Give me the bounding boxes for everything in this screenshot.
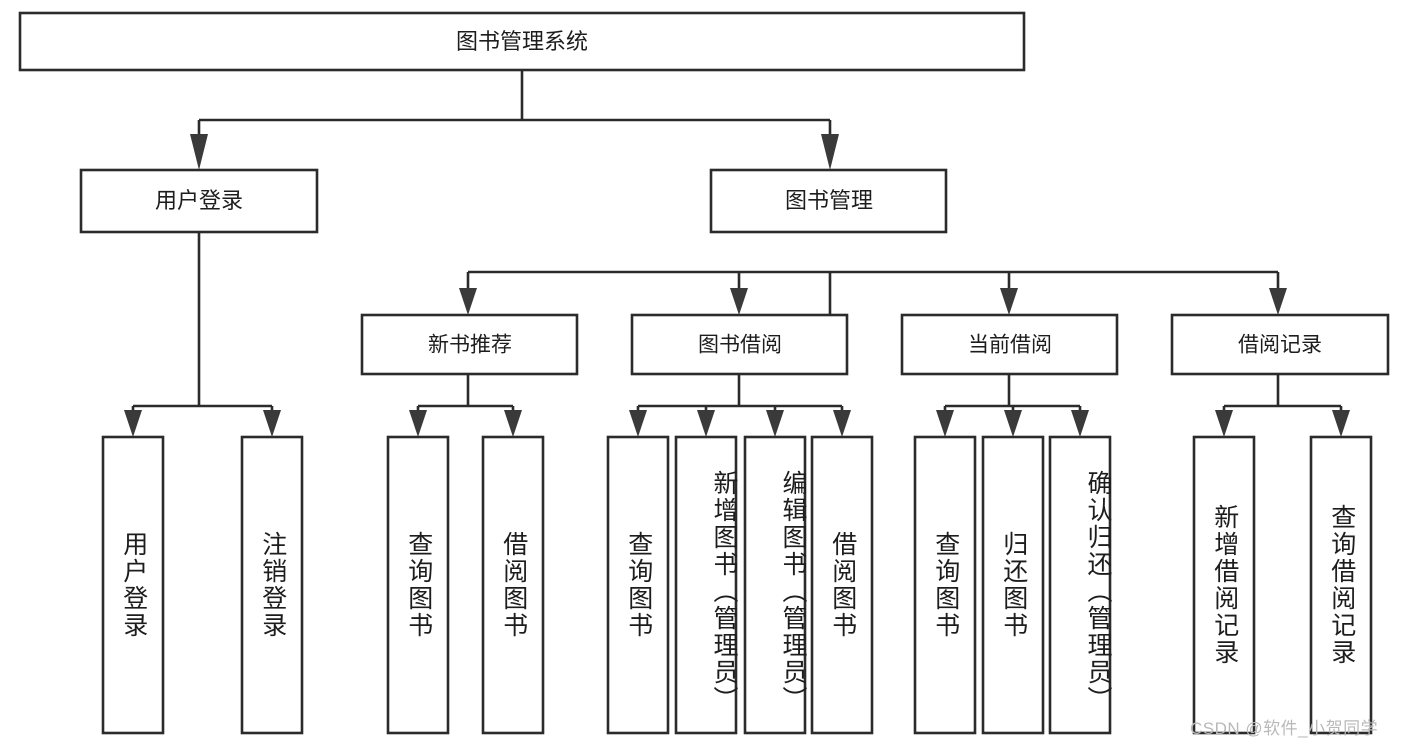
arrowhead-leaf-add-borrow-record (1215, 410, 1233, 437)
arrowhead-leaf-query-borrow-record (1332, 410, 1350, 437)
node-borrow-record[interactable]: 借阅记录 (1170, 313, 1390, 376)
node-new-book-recommend-label: 新书推荐 (428, 334, 512, 357)
connector-group-borrow-record (1215, 374, 1350, 437)
node-borrow-record-box[interactable] (1170, 313, 1390, 376)
node-root[interactable]: 图书管理系统 (18, 11, 1026, 72)
leaf-logout-box[interactable] (240, 435, 304, 735)
arrowhead-user-login (190, 134, 208, 170)
node-user-login[interactable]: 用户登录 (79, 168, 319, 234)
node-current-borrow-label: 当前借阅 (968, 334, 1052, 357)
node-user-login-label: 用户登录 (155, 188, 243, 213)
arrowhead-leaf-return-book (1004, 410, 1022, 437)
arrowhead-leaf-query-book-recommend (409, 410, 427, 437)
connector-group-book-management (459, 270, 1287, 374)
node-book-management-label: 图书管理 (785, 188, 873, 213)
node-root-box[interactable] (18, 11, 1026, 72)
leaf-boxes (101, 435, 1373, 735)
arrowhead-leaf-borrow-book (833, 410, 851, 437)
node-book-borrow-label: 图书借阅 (698, 334, 782, 357)
node-book-management-box[interactable] (709, 168, 948, 234)
arrowhead-book-management (821, 134, 839, 170)
connector-group-user-login (124, 232, 281, 437)
leaf-edit-book-admin-box[interactable] (743, 435, 807, 735)
leaf-add-borrow-record-box[interactable] (1192, 435, 1256, 735)
connector-group-new-book-recommend (409, 374, 522, 437)
arrowhead-leaf-query-book-borrow (629, 410, 647, 437)
leaf-borrow-book-box[interactable] (810, 435, 874, 735)
csdn-watermark: CSDN @软件_小贺同学 (1190, 719, 1379, 738)
arrowhead-leaf-user-login (124, 410, 142, 437)
node-new-book-recommend[interactable]: 新书推荐 (360, 313, 579, 376)
arrowhead-leaf-query-book-current (936, 410, 954, 437)
connector-group-book-borrow (629, 374, 851, 437)
node-book-management[interactable]: 图书管理 (709, 168, 948, 234)
connector-group-root (190, 70, 839, 170)
leaf-query-book-recommend-box[interactable] (386, 435, 450, 735)
arrowhead-leaf-logout (263, 410, 281, 437)
arrowhead-new-book-recommend (459, 288, 477, 315)
arrowhead-book-borrow (730, 288, 748, 315)
leaf-query-book-current-box[interactable] (913, 435, 977, 735)
node-new-book-recommend-box[interactable] (360, 313, 579, 376)
connector-group-current-borrow (936, 374, 1089, 437)
leaf-query-book-borrow-box[interactable] (606, 435, 670, 735)
arrowhead-leaf-borrow-book-recommend (504, 410, 522, 437)
arrowhead-leaf-confirm-return-admin (1071, 410, 1089, 437)
node-user-login-box[interactable] (79, 168, 319, 234)
leaf-user-login-box[interactable] (101, 435, 165, 735)
node-book-borrow-box[interactable] (630, 313, 849, 376)
leaf-confirm-return-admin-box[interactable] (1048, 435, 1112, 735)
arrowhead-leaf-add-book-admin (697, 410, 715, 437)
arrowhead-leaf-edit-book-admin (766, 410, 784, 437)
leaf-return-book-box[interactable] (981, 435, 1045, 735)
arrowhead-current-borrow (1000, 288, 1018, 315)
node-current-borrow-box[interactable] (900, 313, 1119, 376)
node-book-borrow[interactable]: 图书借阅 (630, 313, 849, 376)
leaf-query-borrow-record-box[interactable] (1309, 435, 1373, 735)
arrowhead-borrow-record (1269, 288, 1287, 315)
leaf-add-book-admin-box[interactable] (674, 435, 738, 735)
node-borrow-record-label: 借阅记录 (1238, 334, 1322, 357)
node-root-label: 图书管理系统 (456, 29, 588, 54)
node-current-borrow[interactable]: 当前借阅 (900, 313, 1119, 376)
leaf-borrow-book-recommend-box[interactable] (481, 435, 545, 735)
